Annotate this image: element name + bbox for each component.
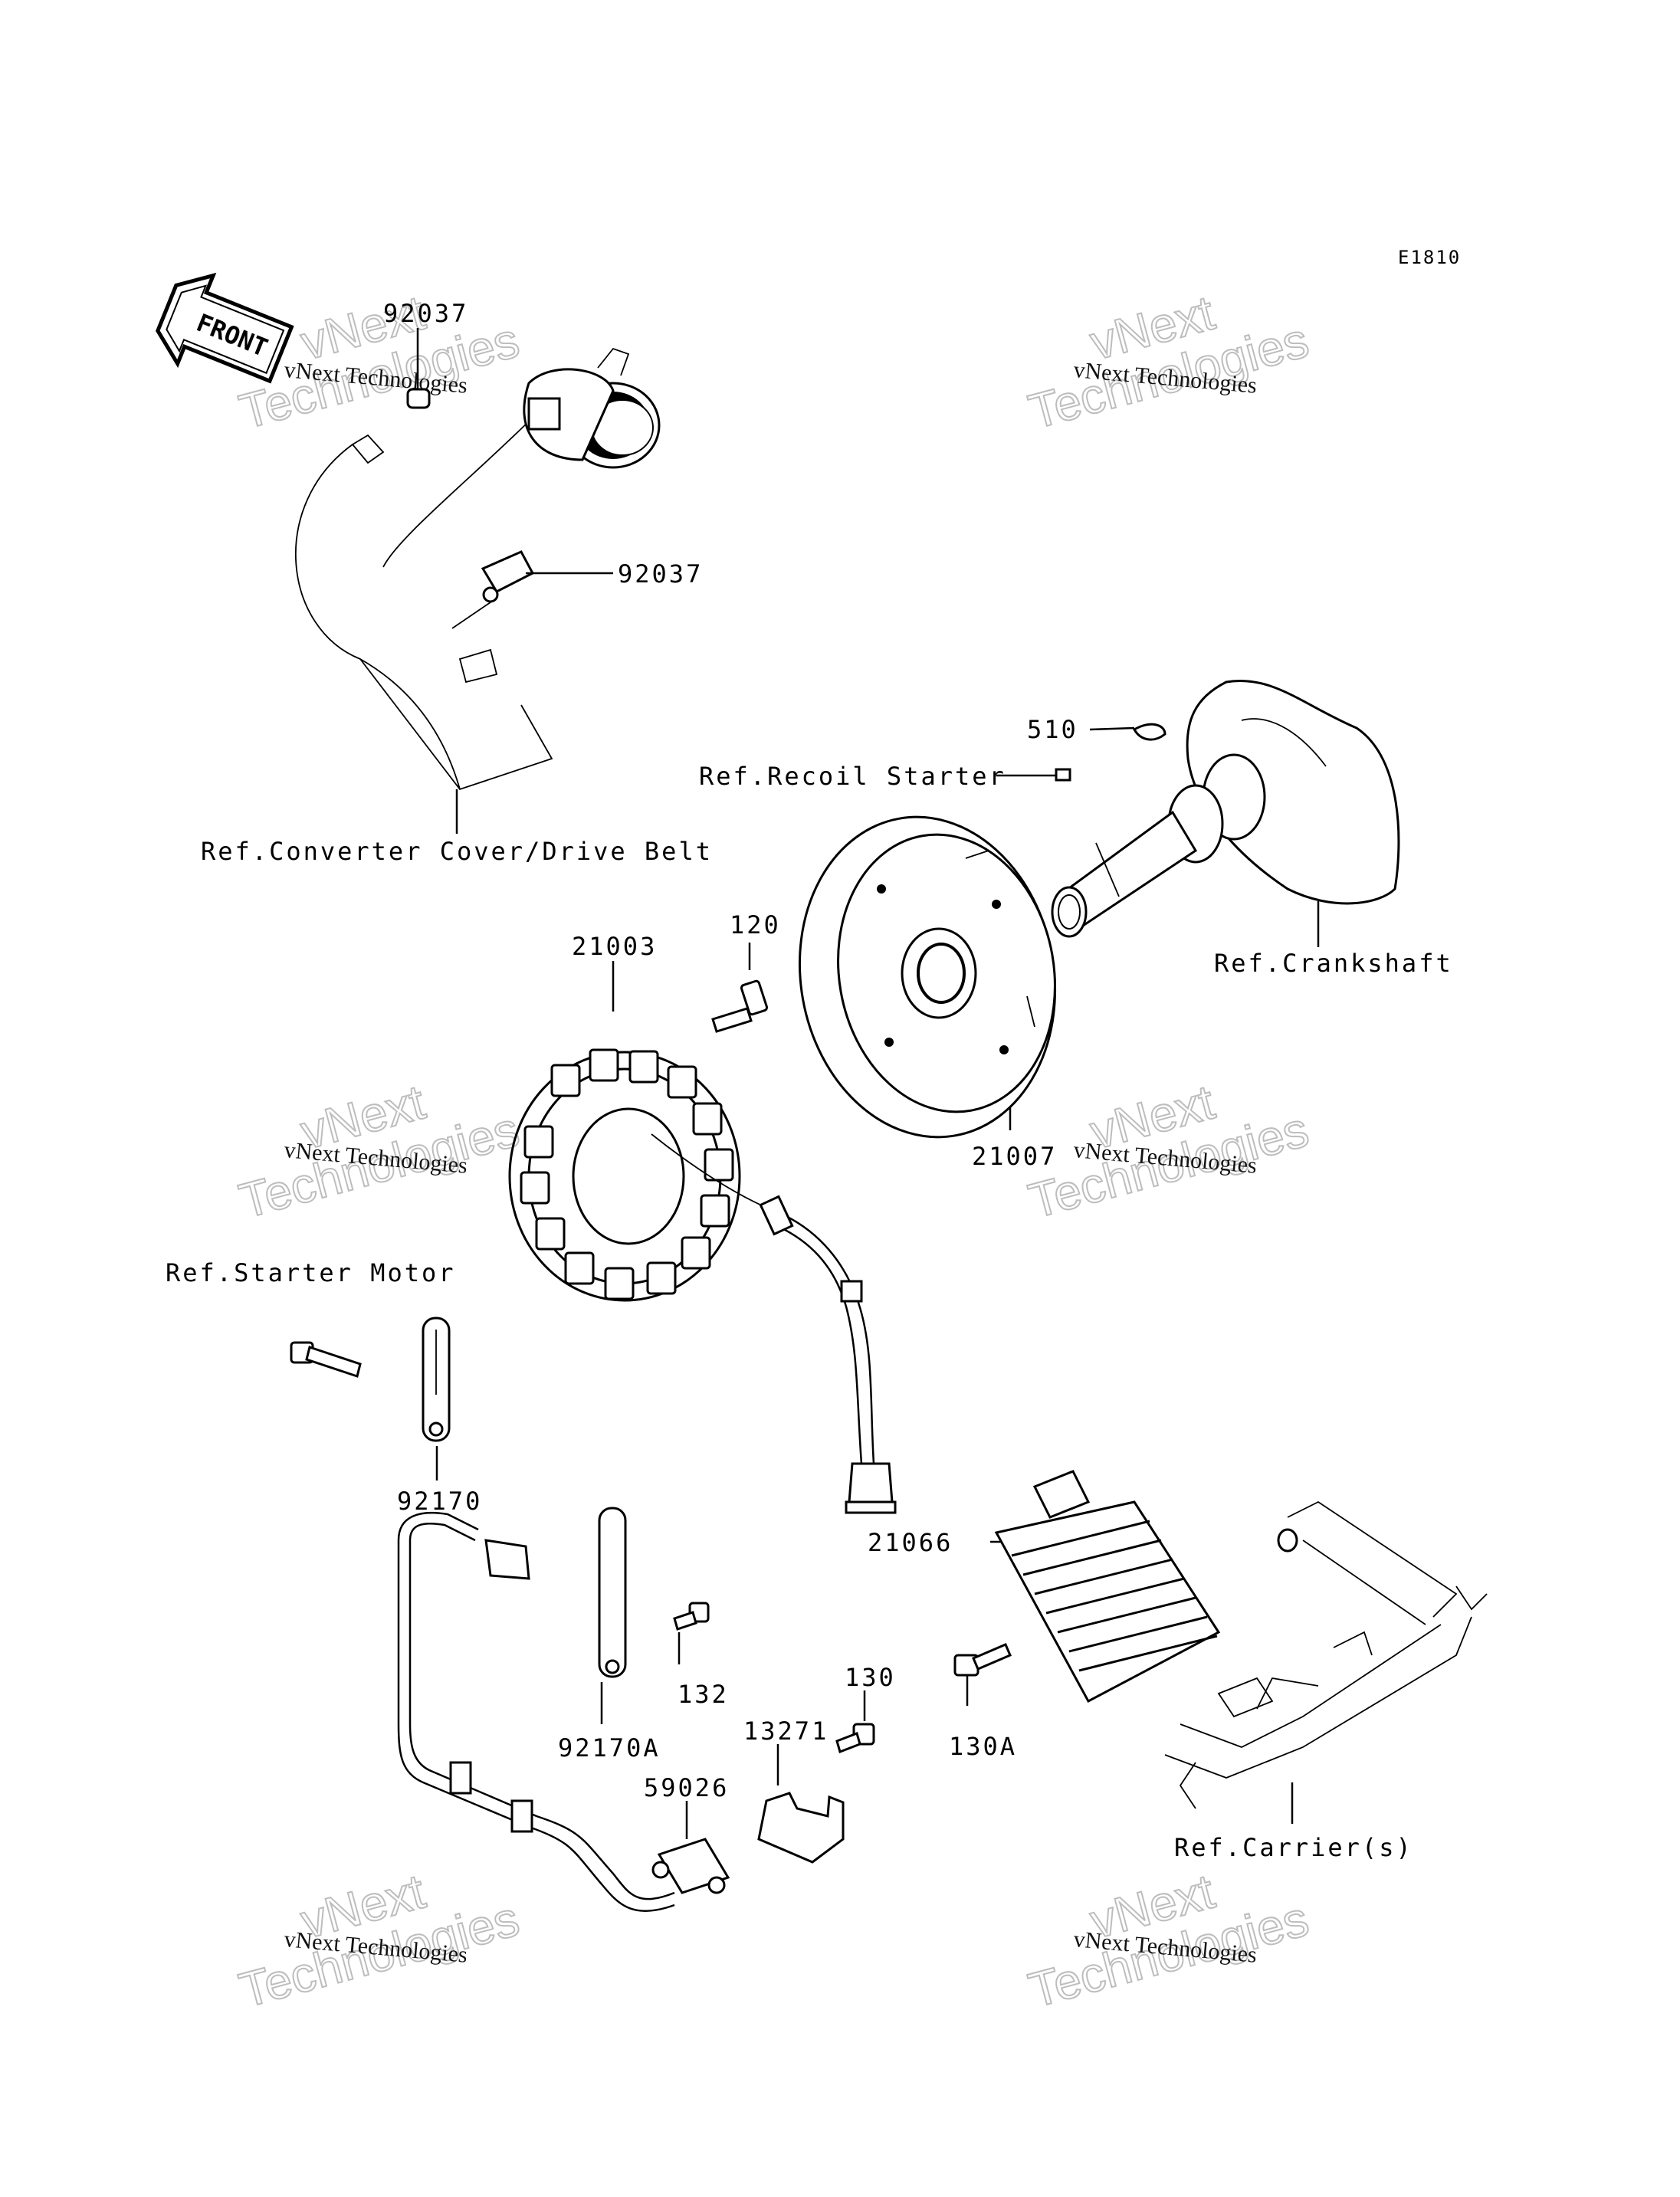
recoil-starter-key xyxy=(1055,768,1071,782)
callout-130A: 130A xyxy=(949,1732,1017,1761)
callout-92170: 92170 xyxy=(397,1487,482,1516)
bolt-120 xyxy=(711,979,769,1033)
starter-motor-bolt xyxy=(290,1341,362,1378)
stator-21003 xyxy=(508,1048,775,1302)
callout-510: 510 xyxy=(1027,715,1078,744)
bolt-132 xyxy=(673,1602,710,1631)
carrier xyxy=(1164,1500,1488,1809)
ground-lead-92170A xyxy=(598,1507,627,1678)
clamp-92037-top xyxy=(406,388,431,409)
callout-92037-top: 92037 xyxy=(383,299,468,328)
callout-ref-converter: Ref.Converter Cover/Drive Belt xyxy=(201,837,713,866)
callout-59026: 59026 xyxy=(644,1773,729,1802)
ground-lead-92170 xyxy=(422,1317,451,1442)
callout-21007: 21007 xyxy=(972,1142,1057,1171)
callout-92037-mid: 92037 xyxy=(618,559,703,589)
callout-130: 130 xyxy=(845,1663,896,1692)
callout-21066: 21066 xyxy=(868,1528,953,1557)
woodruff-key-510 xyxy=(1132,723,1166,741)
bolt-130A xyxy=(953,1643,1012,1677)
crankshaft xyxy=(1051,680,1400,938)
regulator-21066 xyxy=(994,1470,1221,1703)
clamp-92037-mid xyxy=(481,550,535,603)
callout-13271: 13271 xyxy=(743,1717,829,1746)
sensor-harness xyxy=(397,1511,675,1913)
flywheel-21007 xyxy=(798,815,1057,1139)
callout-92170A: 92170A xyxy=(558,1733,661,1763)
front-arrow-icon: FRONT xyxy=(156,272,294,384)
callout-ref-carrier: Ref.Carrier(s) xyxy=(1174,1833,1413,1862)
callout-120: 120 xyxy=(730,910,781,939)
bracket-13271 xyxy=(757,1792,845,1864)
callout-ref-recoil-starter: Ref.Recoil Starter xyxy=(699,762,1006,791)
watermark-bottom-left: vNext Technologies vNext Technologies xyxy=(233,1863,525,2019)
diagram-code: E1810 xyxy=(1398,247,1461,268)
stator-harness xyxy=(759,1195,897,1514)
watermark-mid-left: vNext Technologies vNext Technologies xyxy=(233,1074,525,1230)
callout-21003: 21003 xyxy=(572,932,657,961)
sensor-59026 xyxy=(651,1838,730,1894)
converter-duct xyxy=(294,347,661,791)
watermark-mid-right: vNext Technologies vNext Technologies xyxy=(1022,1074,1314,1230)
watermark-top-right: vNext Technologies vNext Technologies xyxy=(1022,284,1314,441)
callout-132: 132 xyxy=(678,1680,729,1709)
callout-ref-crankshaft: Ref.Crankshaft xyxy=(1214,949,1453,978)
watermark-bottom-right: vNext Technologies vNext Technologies xyxy=(1022,1863,1314,2019)
callout-ref-starter-motor: Ref.Starter Motor xyxy=(166,1258,456,1287)
bolt-130 xyxy=(835,1723,875,1753)
